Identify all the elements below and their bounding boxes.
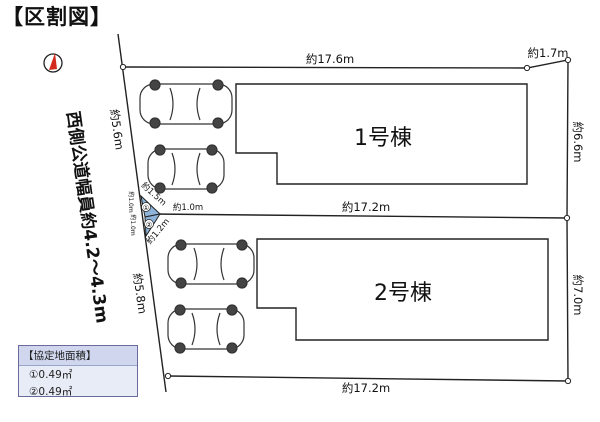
area-row-2: ②0.49㎡: [29, 386, 73, 398]
north-compass-icon: [43, 53, 63, 73]
boundary-markers: [119, 56, 572, 385]
dim-left-upper: 約5.6m: [107, 108, 127, 151]
dim-bottom: 約17.2m: [342, 381, 390, 395]
dim-tri-1-0: 約1.0m: [173, 202, 203, 213]
building-1-label: 1号棟: [354, 126, 412, 151]
dim-left-lower: 約5.8m: [130, 272, 150, 315]
car-icon: [167, 304, 245, 354]
car-icon: [147, 144, 225, 194]
area-row-1: ①0.49㎡: [29, 369, 73, 381]
area-table-header: 【協定地面積】: [19, 346, 137, 366]
car-icon: [139, 79, 233, 129]
building-2-label: 2号棟: [374, 281, 432, 306]
dim-middle: 約17.2m: [342, 200, 390, 214]
west-road-line: [117, 33, 167, 393]
dim-top-right: 約1.7m: [528, 46, 569, 60]
dim-right-upper: 約6.6m: [571, 122, 585, 163]
car-icon: [167, 239, 255, 289]
dim-top: 約17.6m: [306, 52, 354, 66]
dim-right-lower: 約7.0m: [571, 275, 585, 316]
road-width-label: 西側公道幅員約4.2～4.3m: [62, 110, 113, 325]
triangle-label-2: ②: [146, 221, 152, 229]
page-title: 【区割図】: [2, 2, 118, 32]
agreement-area-table: 【協定地面積】 ①0.49㎡ ②0.49㎡: [18, 345, 138, 398]
dim-tri-small-b: 約1.0m: [129, 214, 137, 236]
building-1-outline: [235, 83, 528, 185]
dim-tri-small-a: 約1.0m: [127, 191, 135, 213]
triangle-label-1: ①: [143, 204, 149, 212]
building-2-outline: [256, 238, 549, 341]
